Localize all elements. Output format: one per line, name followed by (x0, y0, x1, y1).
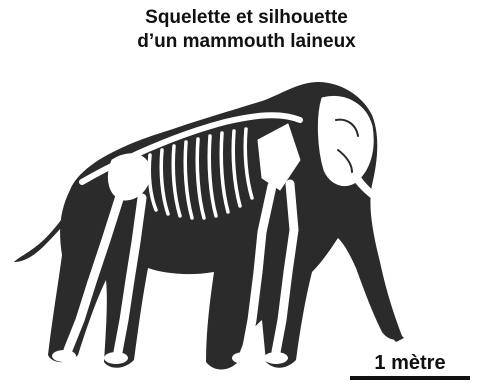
feet (52, 350, 288, 364)
scale-indicator: 1 mètre (350, 352, 470, 380)
scale-bar (350, 376, 470, 380)
scale-label: 1 mètre (350, 352, 470, 374)
tusk-tip (440, 192, 474, 214)
